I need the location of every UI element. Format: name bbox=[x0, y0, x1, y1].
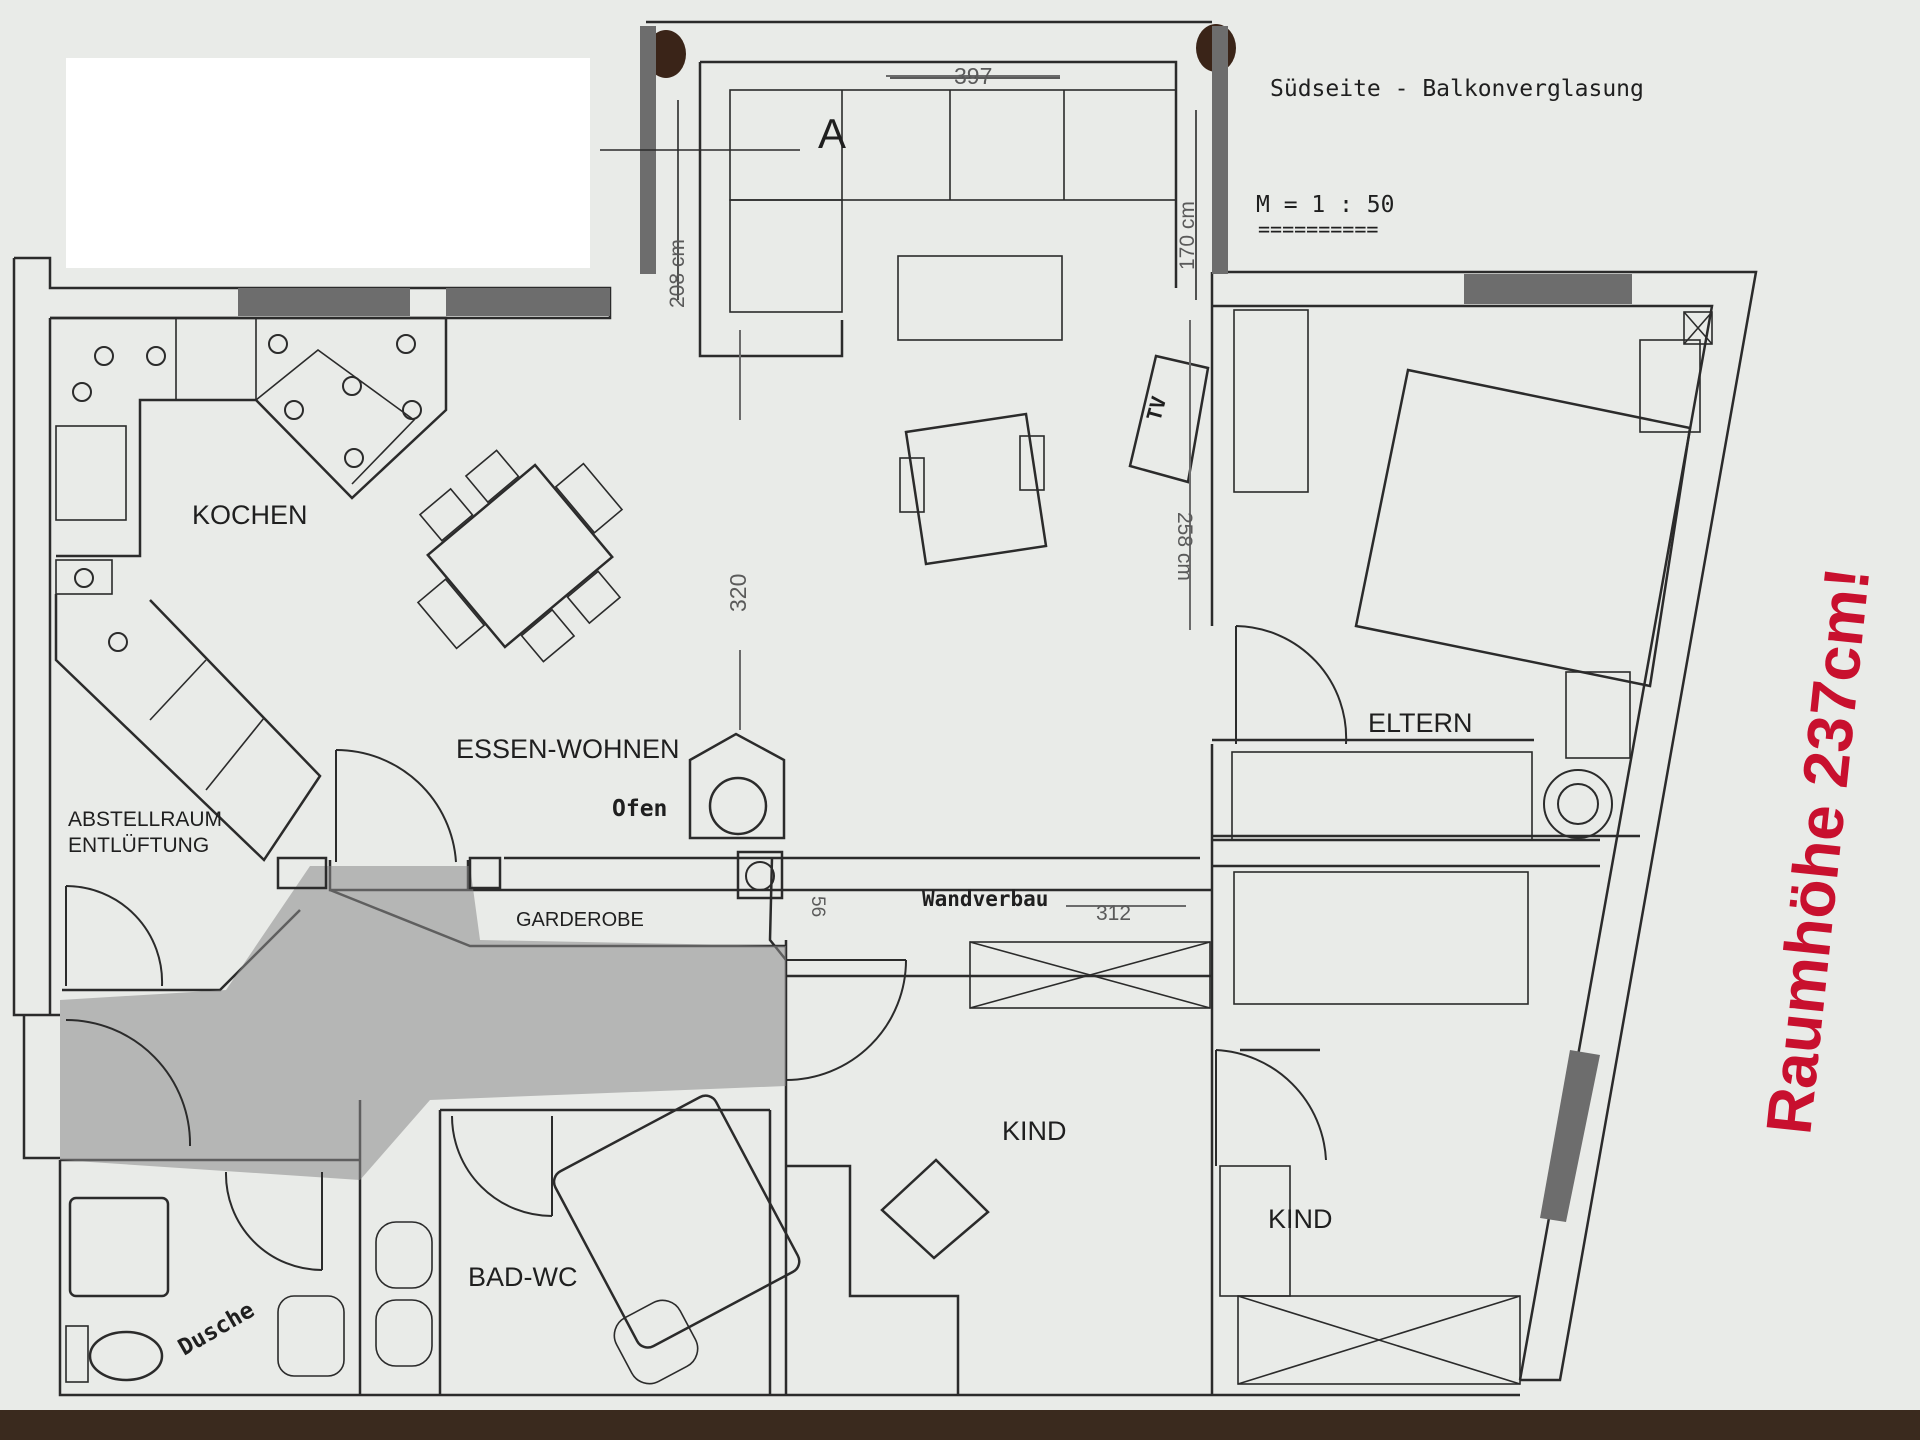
balcony-mark: A bbox=[818, 110, 846, 157]
floor-plan-sheet: Südseite - Balkonverglasung M = 1 : 50 =… bbox=[0, 0, 1920, 1410]
bath-fixtures bbox=[65, 1094, 801, 1385]
parents-furniture bbox=[1231, 309, 1701, 1005]
wall-unit-label: Wandverbau bbox=[922, 887, 1048, 911]
drawing-title: Südseite - Balkonverglasung bbox=[1270, 76, 1644, 102]
closets bbox=[969, 311, 1713, 1385]
stove-label: Ofen bbox=[612, 796, 667, 822]
armchair bbox=[899, 412, 1048, 566]
dim-living-depth: 320 bbox=[725, 574, 751, 612]
balcony bbox=[600, 20, 1212, 358]
room-label-wardrobe: GARDEROBE bbox=[516, 909, 644, 931]
ceiling-height-note: Raumhöhe 237cm! bbox=[1752, 564, 1883, 1137]
room-label-ventilation: ENTLÜFTUNG bbox=[68, 834, 209, 857]
dim-balcony-depth: 208 cm bbox=[666, 239, 689, 308]
room-label-child-1: KIND bbox=[1002, 1116, 1067, 1146]
door-swings bbox=[65, 625, 1348, 1271]
room-label-parents: ELTERN bbox=[1368, 708, 1473, 738]
tv-label: TV bbox=[1142, 394, 1171, 423]
dimension-lines bbox=[739, 75, 1191, 907]
room-label-child-2: KIND bbox=[1268, 1204, 1333, 1234]
kitchen-furniture bbox=[50, 316, 448, 862]
room-label-living: ESSEN-WOHNEN bbox=[456, 734, 680, 764]
hallway-floor bbox=[60, 866, 786, 1180]
floor-plan-drawing: Südseite - Balkonverglasung M = 1 : 50 =… bbox=[12, 20, 1883, 1397]
room-label-storage: ABSTELLRAUM bbox=[68, 808, 222, 831]
outer-walls bbox=[12, 256, 1758, 1397]
window-hatching bbox=[238, 26, 1632, 1222]
dim-wall-unit: 312 bbox=[1096, 902, 1131, 925]
child-furniture bbox=[786, 1158, 1291, 1395]
dim-balcony-width: 397 bbox=[954, 63, 992, 89]
dim-balcony-right: 170 cm bbox=[1176, 201, 1199, 270]
room-label-bath: BAD-WC bbox=[468, 1262, 578, 1292]
tv-unit bbox=[1128, 354, 1210, 484]
stove bbox=[276, 732, 786, 900]
room-label-shower: Dusche bbox=[174, 1297, 259, 1361]
dining-table bbox=[416, 449, 624, 663]
dim-tv-wall: 258 cm bbox=[1173, 512, 1196, 581]
dim-stove-offset: 56 bbox=[807, 896, 828, 917]
scale-underline: ========== bbox=[1258, 217, 1378, 241]
redacted-box bbox=[66, 58, 590, 268]
room-label-kitchen: KOCHEN bbox=[192, 500, 308, 530]
scale-label: M = 1 : 50 bbox=[1256, 192, 1394, 218]
